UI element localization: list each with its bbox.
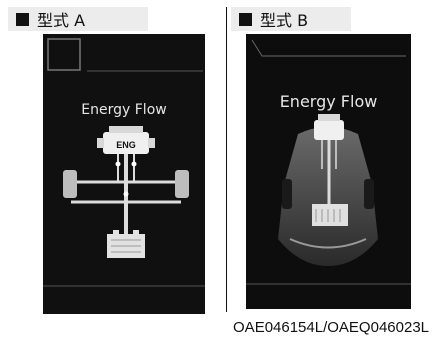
vehicle-energy-diagram	[278, 114, 378, 266]
battery-icon	[107, 230, 145, 258]
cluster-display-type-a: Energy Flow	[43, 34, 205, 314]
powertrain-diagram: ENG	[63, 126, 189, 258]
type-b-label: 型式 B	[260, 11, 309, 30]
engine-icon	[314, 114, 344, 140]
wheel-icon	[63, 170, 189, 198]
panel-a-frame	[43, 38, 205, 287]
type-a-label-bar: 型式 A	[8, 7, 148, 31]
type-a-label: 型式 A	[37, 11, 86, 30]
cluster-display-type-b: Energy Flow	[246, 34, 411, 309]
square-bullet-icon	[16, 12, 29, 26]
square-bullet-icon	[239, 12, 252, 26]
energy-flow-title: Energy Flow	[279, 92, 378, 111]
energy-flow-title: Energy Flow	[81, 102, 167, 118]
column-divider	[226, 7, 227, 312]
figure-caption: OAE046154L/OAEQ046023L	[233, 319, 429, 336]
battery-icon	[312, 204, 348, 226]
engine-icon	[97, 126, 155, 154]
panel-b-frame	[246, 39, 411, 285]
engine-label: ENG	[116, 140, 136, 150]
type-b-label-bar: 型式 B	[231, 7, 351, 31]
